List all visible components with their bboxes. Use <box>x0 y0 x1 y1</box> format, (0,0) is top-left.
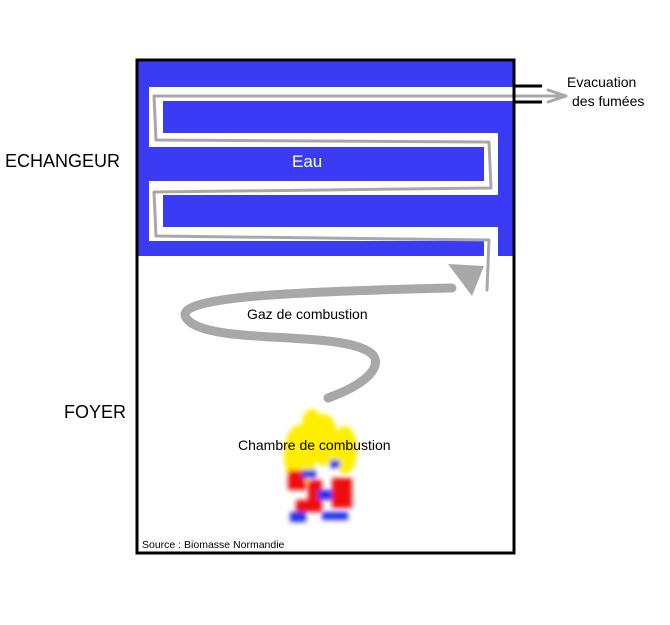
label-evacuation-line2: des fumées <box>572 93 644 109</box>
label-evacuation-line1: Evacuation <box>567 74 636 90</box>
label-eau: Eau <box>292 152 322 171</box>
label-source: Source : Biomasse Normandie <box>142 539 285 551</box>
combustion-gas-arrow <box>180 264 484 403</box>
flow-arrow <box>152 88 568 292</box>
label-foyer: FOYER <box>64 402 126 422</box>
boiler-frame <box>135 58 516 555</box>
flame-icon <box>284 409 357 522</box>
label-echangeur: ECHANGEUR <box>5 151 120 171</box>
label-chambre-de-combustion: Chambre de combustion <box>238 437 391 453</box>
label-gaz-de-combustion: Gaz de combustion <box>247 306 368 322</box>
